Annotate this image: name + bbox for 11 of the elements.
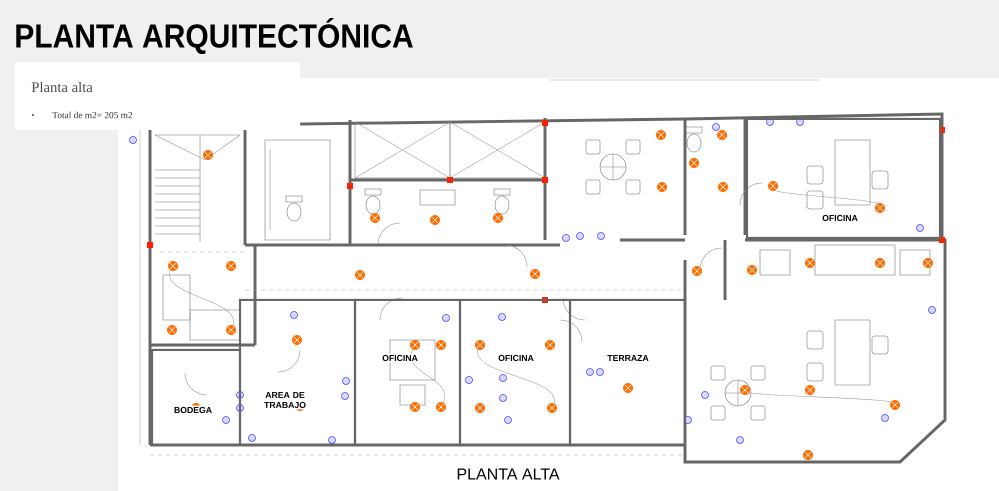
info-card: Planta alta Total de m2= 205 m2 — [14, 62, 300, 130]
room: BODEGA — [150, 348, 242, 446]
room: OFICINA — [354, 298, 462, 446]
node-label: Total de m2= 205 m2 — [52, 112, 132, 118]
room: TERRAZA — [568, 298, 686, 446]
room: AREA DE TRABAJO — [238, 298, 356, 446]
room: OFICINA — [746, 118, 942, 240]
caption: PLANTA ALTA — [458, 468, 560, 480]
room: OFICINA — [458, 298, 572, 446]
node-label: Planta alta — [32, 82, 93, 92]
title: PLANTA ARQUITECTÓNICA — [16, 18, 413, 54]
